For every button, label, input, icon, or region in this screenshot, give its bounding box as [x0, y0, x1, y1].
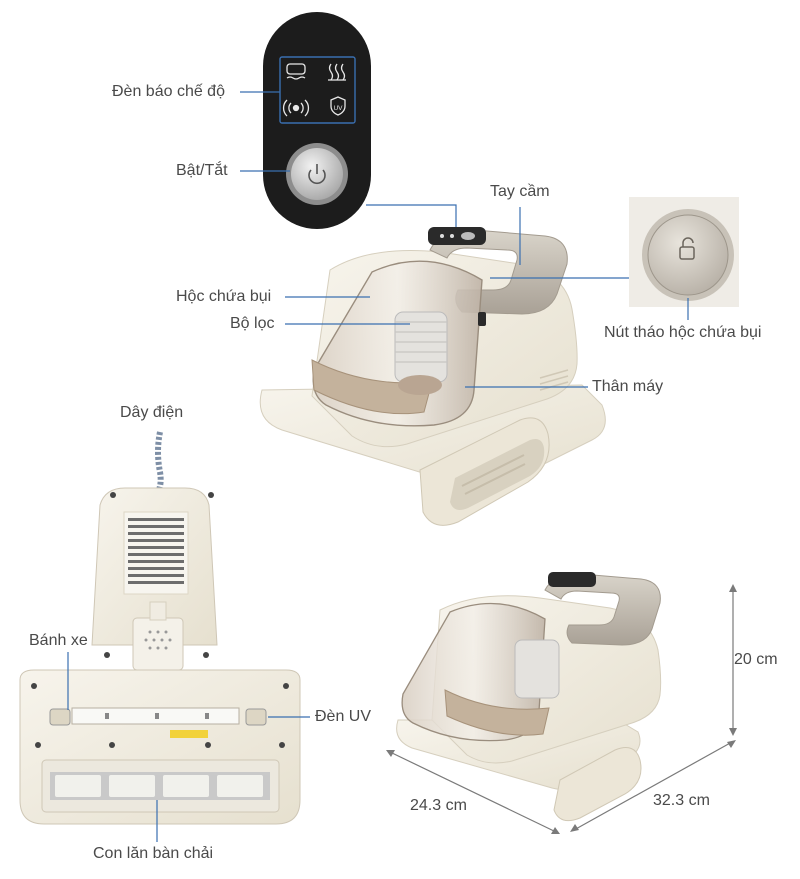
bottom-view: [19, 431, 301, 825]
release-button-inset: [629, 197, 739, 307]
label-cord: Dây điện: [120, 404, 184, 421]
dimension-width: 32.3 cm: [653, 792, 710, 809]
vibration-icon: [282, 99, 310, 117]
unlock-icon: [679, 237, 695, 260]
label-brush-roller: Con lăn bàn chải: [93, 845, 214, 862]
wheel-left: [49, 708, 71, 726]
wheel-right: [245, 708, 267, 726]
label-handle: Tay cầm: [490, 183, 550, 200]
dimension-view: [396, 572, 662, 822]
wave-mode-icon: [286, 63, 306, 80]
label-dust-cup: Hộc chứa bụi: [176, 288, 272, 305]
power-cord: [155, 431, 164, 494]
main-vacuum: [259, 227, 606, 526]
dimension-arrows: [386, 584, 737, 834]
label-body: Thân máy: [592, 378, 664, 395]
label-filter: Bộ lọc: [230, 315, 275, 332]
leader-lines: [67, 91, 689, 842]
handle-panel: [428, 227, 486, 245]
heat-mode-icon: [328, 63, 346, 81]
label-release-button: Nút tháo hộc chứa bụi: [604, 324, 762, 341]
label-mode-indicator: Đèn báo chế độ: [112, 83, 225, 100]
dimension-height: 20 cm: [734, 651, 778, 668]
label-uv-lamp: Đèn UV: [315, 708, 372, 725]
uv-shield-icon: UV: [330, 96, 346, 116]
control-panel: UV: [263, 12, 371, 229]
indicator-box: [279, 56, 356, 124]
uv-text: UV: [333, 105, 343, 112]
label-wheel: Bánh xe: [29, 632, 88, 649]
power-icon: [308, 164, 326, 185]
label-power: Bật/Tắt: [176, 162, 228, 179]
dimension-depth: 24.3 cm: [410, 797, 467, 814]
